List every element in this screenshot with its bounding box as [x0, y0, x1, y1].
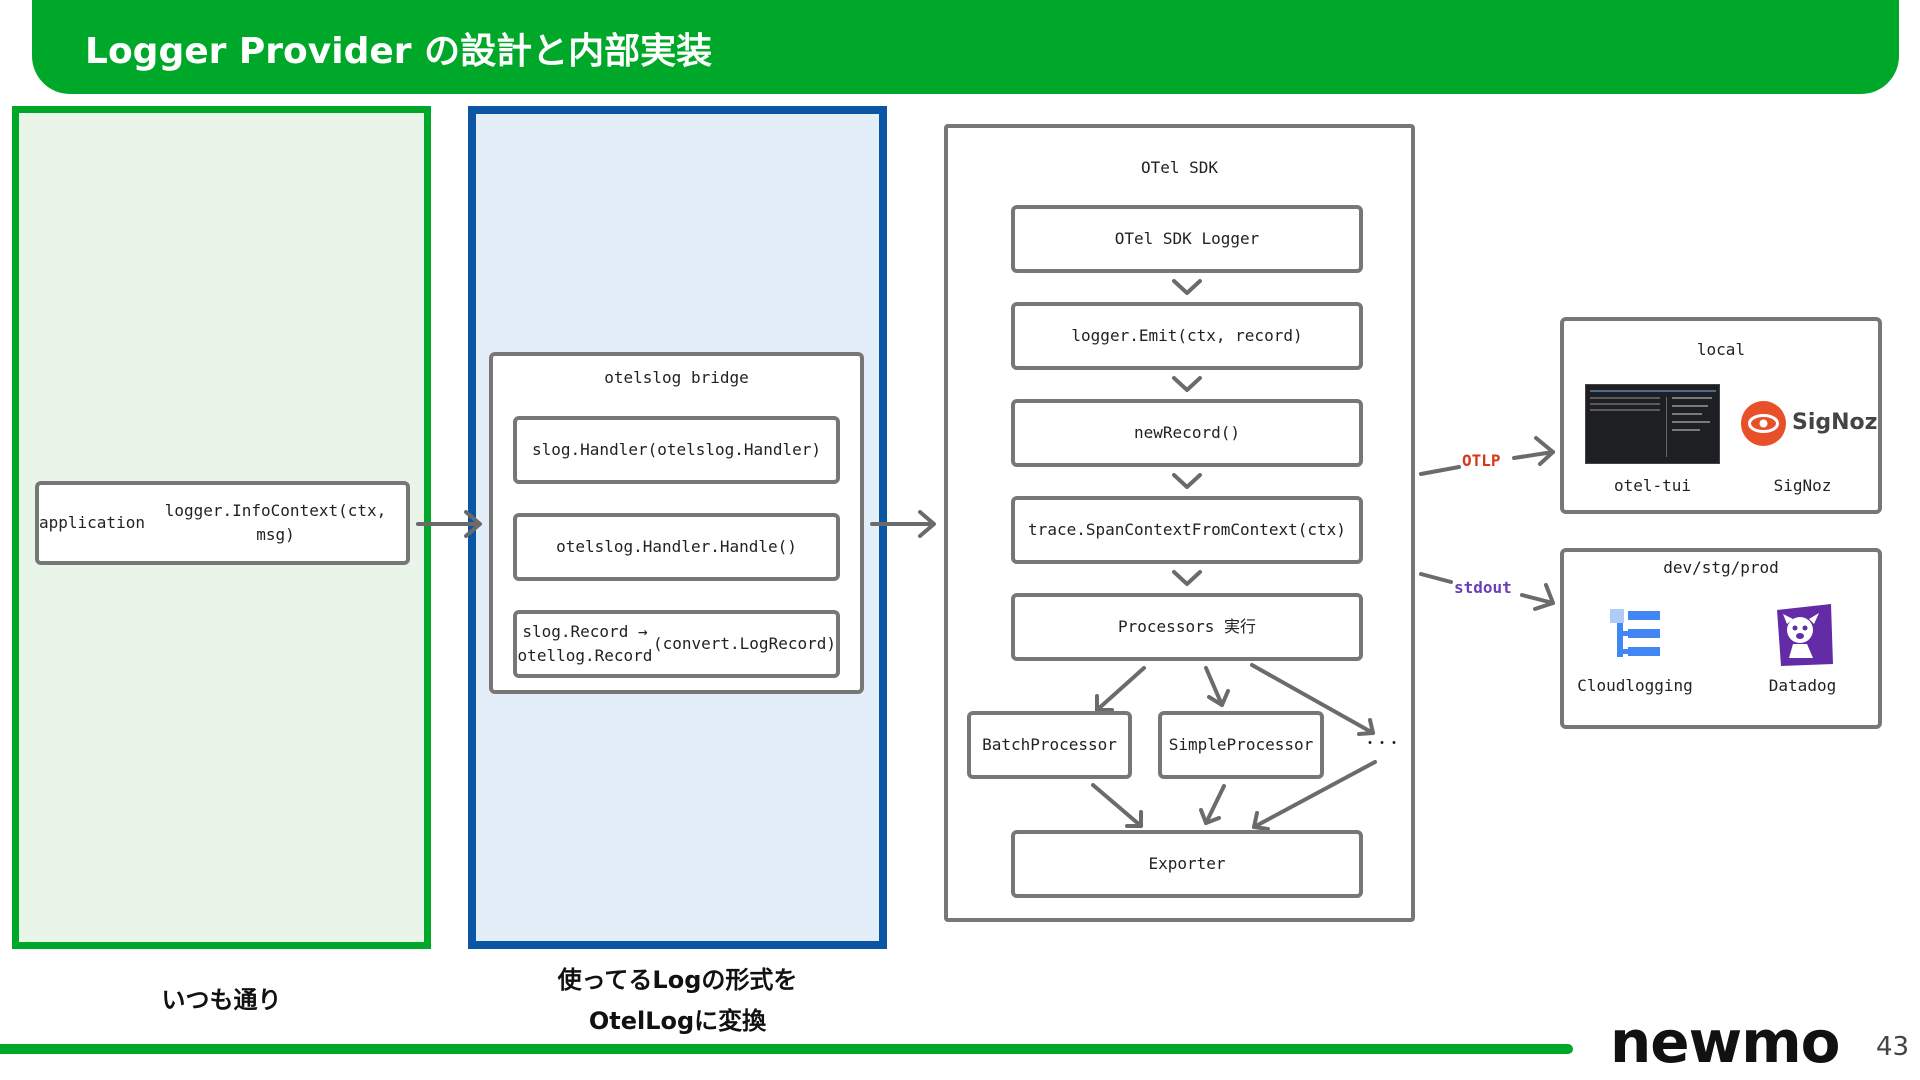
- arrow-batch-to-exporter: [1091, 783, 1143, 828]
- cloudlogging-icon: [1608, 607, 1662, 661]
- sdk-step-newrecord: newRecord(): [1011, 399, 1363, 467]
- datadog-label: Datadog: [1768, 676, 1837, 695]
- sdk-step-processors: Processors 実行: [1011, 593, 1363, 661]
- bridge-title: otelslog bridge: [604, 368, 749, 387]
- datadog-logo-icon: [1773, 602, 1835, 668]
- arrow-to-batch-head: [1095, 694, 1114, 712]
- bridge-step-line2: (otelslog.Handler): [647, 440, 821, 459]
- sdk-step-emit: logger.Emit(ctx, record): [1011, 302, 1363, 370]
- sdk-step-logger: OTel SDK Logger: [1011, 205, 1363, 273]
- arrow-to-batch: [1095, 666, 1146, 712]
- stdout-arrow-head: [1533, 583, 1555, 611]
- otlp-line-left: [1419, 465, 1461, 476]
- application-box: application logger.InfoContext(ctx, msg): [35, 481, 410, 565]
- bridge-step-convert: slog.Record → otellog.Record (convert.Lo…: [513, 610, 840, 678]
- page-title: Logger Provider の設計と内部実装: [85, 31, 713, 72]
- processor-label: SimpleProcessor: [1168, 735, 1314, 754]
- arrow-others-to-exporter: [1252, 760, 1377, 829]
- arrow-batch-to-exporter-head: [1125, 810, 1143, 828]
- bridge-caption-line1: 使ってるLogの形式を: [557, 966, 798, 994]
- cloudlogging-label: Cloudlogging: [1577, 676, 1693, 695]
- bridge-step-handler: slog.Handler (otelslog.Handler): [513, 416, 840, 484]
- prod-title: dev/stg/prod: [1663, 558, 1779, 577]
- signoz-logo-text: SigNoz: [1792, 410, 1878, 435]
- arrow-bridge-to-sdk-head: [918, 510, 936, 538]
- sdk-step-label: OTel SDK Logger: [1114, 229, 1260, 248]
- arrow-to-simple: [1204, 666, 1224, 707]
- bridge-step-line1: slog.Handler: [532, 440, 648, 459]
- header-bar: [32, 0, 1899, 94]
- arrow-to-others: [1250, 663, 1375, 735]
- stdout-label: stdout: [1454, 578, 1512, 597]
- sdk-step-label: trace.SpanContextFromContext(ctx): [1028, 520, 1346, 539]
- arrow-simple-to-exporter-head: [1199, 808, 1221, 825]
- arrow-others-to-exporter-head: [1252, 811, 1270, 831]
- chevron-sdk-1: [1172, 279, 1202, 295]
- simple-processor-box: SimpleProcessor: [1158, 711, 1324, 779]
- bridge-step-line1: slog.Record → otellog.Record: [517, 622, 653, 665]
- sdk-step-label: logger.Emit(ctx, record): [1071, 326, 1303, 345]
- otlp-line-right: [1512, 450, 1555, 460]
- arrow-app-to-bridge-head: [464, 510, 482, 538]
- chevron-sdk-4: [1172, 570, 1202, 586]
- arrow-to-simple-head: [1207, 689, 1230, 707]
- bridge-step-handle: otelslog.Handler.Handle(): [513, 513, 840, 581]
- signoz-label: SigNoz: [1773, 476, 1832, 495]
- sdk-step-spancontext: trace.SpanContextFromContext(ctx): [1011, 496, 1363, 564]
- sdk-step-label: Processors 実行: [1118, 617, 1256, 636]
- more-processors-ellipsis: ・・・: [1363, 736, 1401, 752]
- stdout-line-right: [1520, 593, 1555, 605]
- signoz-logo-icon: [1741, 401, 1786, 446]
- bridge-step-line1: otelslog.Handler.Handle(): [556, 537, 797, 556]
- sdk-step-label: newRecord(): [1134, 423, 1240, 442]
- footer-line: [0, 1044, 1573, 1054]
- exporter-label: Exporter: [1148, 854, 1226, 873]
- application-label: application: [39, 513, 145, 532]
- otel-tui-label: otel-tui: [1613, 476, 1692, 495]
- processor-label: BatchProcessor: [982, 735, 1117, 754]
- chevron-sdk-3: [1172, 473, 1202, 489]
- arrow-simple-to-exporter: [1204, 784, 1226, 825]
- bridge-caption-line2: OtelLogに変換: [588, 1007, 767, 1035]
- batch-processor-box: BatchProcessor: [967, 711, 1132, 779]
- otlp-label: OTLP: [1462, 451, 1501, 470]
- chevron-sdk-2: [1172, 376, 1202, 392]
- stdout-line-left: [1419, 572, 1453, 584]
- app-caption: いつも通り: [161, 986, 282, 1014]
- exporter-box: Exporter: [1011, 830, 1363, 898]
- brand-logo: newmo: [1610, 1008, 1840, 1076]
- arrow-to-others-head: [1357, 718, 1375, 736]
- otel-tui-screenshot: [1585, 384, 1720, 464]
- local-title: local: [1696, 340, 1746, 359]
- otlp-arrow-head: [1534, 436, 1555, 466]
- application-call: logger.InfoContext(ctx, msg): [164, 501, 387, 544]
- sdk-title: OTel SDK: [1140, 158, 1219, 177]
- bridge-step-line2: (convert.LogRecord): [652, 634, 836, 653]
- page-number: 43: [1876, 1032, 1910, 1062]
